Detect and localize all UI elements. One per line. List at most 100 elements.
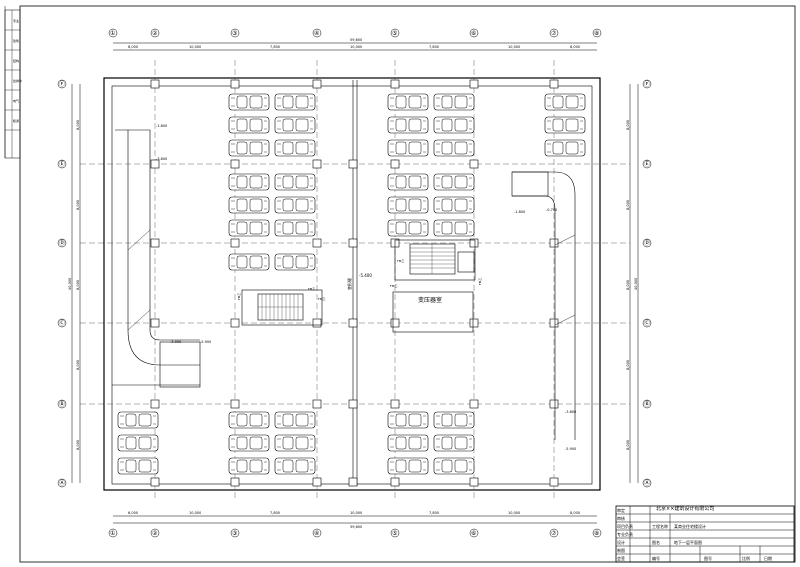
- margin-row: 专业: [13, 18, 19, 23]
- title-row: 审定: [617, 508, 625, 513]
- parked-car: [544, 93, 586, 111]
- parked-car: [274, 253, 316, 271]
- parked-car: [228, 93, 270, 111]
- drawing-name: 地下一层平面图: [674, 540, 702, 545]
- left-ramp: [112, 129, 201, 388]
- column-bubble: [312, 528, 322, 538]
- margin-row: 电气: [13, 98, 19, 103]
- column-label: ⑦: [551, 30, 557, 37]
- parked-car: [274, 434, 316, 452]
- title-block-frame: [615, 505, 795, 563]
- dimension-segment: 7,800: [429, 511, 439, 515]
- dimension-segment: 10,000: [189, 45, 201, 49]
- row-label: Ⓑ: [644, 400, 650, 408]
- row-bubble: [642, 399, 652, 409]
- drawing-label: 图名: [652, 540, 660, 545]
- door-label: FM乙: [308, 286, 315, 291]
- column-bubble: [469, 528, 479, 538]
- parked-car: [274, 93, 316, 111]
- door-label: FM乙: [390, 283, 397, 288]
- row-label: Ⓕ: [644, 80, 650, 88]
- right-ramp: [511, 171, 576, 440]
- parked-car: [274, 411, 316, 429]
- row-bubble: [642, 159, 652, 169]
- parked-car: [228, 139, 270, 157]
- parked-car: [117, 434, 159, 452]
- date-label: 日期: [764, 556, 772, 561]
- row-label: Ⓓ: [59, 239, 65, 247]
- right-stair-core: [392, 239, 476, 333]
- dimension-total: 40,000: [634, 278, 638, 290]
- column-label: ⑦: [551, 530, 557, 537]
- row-bubble: [57, 79, 67, 89]
- title-row: 项目负责: [617, 524, 633, 529]
- parked-car: [228, 253, 270, 271]
- parked-car: [274, 139, 316, 157]
- row-bubble: [642, 318, 652, 328]
- column-label: ③: [232, 530, 237, 537]
- dimension-total: 40,000: [68, 278, 72, 290]
- row-bubble: [57, 318, 67, 328]
- column-bubble: [390, 528, 400, 538]
- column-bubble: [592, 28, 602, 38]
- column-label: ⑧: [594, 30, 599, 37]
- parked-car: [433, 139, 475, 157]
- dimension-segment: 7,800: [270, 45, 280, 49]
- parked-car: [228, 173, 270, 191]
- bottom-axis: ① ② ③ ④ ⑤ ⑥ ⑦ ⑧ 6,000 10,000 7,800 10,00…: [108, 511, 602, 538]
- row-bubble: [642, 238, 652, 248]
- ramp-level: -3.800: [565, 410, 576, 414]
- dimension-segment: 8,000: [76, 360, 80, 370]
- column-bubble: [150, 528, 160, 538]
- project-label: 工程名称: [652, 524, 668, 529]
- row-bubble: [642, 478, 652, 488]
- parked-car: [387, 457, 429, 475]
- project-name: 某商业住宅楼设计: [674, 524, 706, 529]
- title-row: 审核: [617, 516, 625, 521]
- dimension-segment: 8,000: [570, 45, 580, 49]
- row-label: Ⓔ: [59, 160, 65, 168]
- parked-car: [433, 116, 475, 134]
- dimension-total: 59,600: [350, 38, 362, 42]
- column-bubble: [390, 28, 400, 38]
- column-bubble: [549, 28, 559, 38]
- row-bubble: [57, 159, 67, 169]
- ramp-level: -5.900: [565, 447, 576, 451]
- structural-columns: [150, 79, 559, 487]
- ramp-level: -3.800: [156, 157, 167, 161]
- parked-car: [274, 219, 316, 237]
- column-label: ⑥: [471, 530, 476, 537]
- column-bubble: [108, 528, 118, 538]
- left-axis: Ⓕ Ⓔ Ⓓ Ⓒ Ⓑ Ⓐ 8,000 8,000 8,000 8,000 8,00…: [57, 79, 81, 488]
- column-label: ④: [314, 30, 319, 37]
- parked-car: [387, 173, 429, 191]
- parked-car: [228, 196, 270, 214]
- parked-car: [274, 116, 316, 134]
- parked-car: [117, 457, 159, 475]
- building-outer-wall: [103, 77, 601, 491]
- title-row: 制图: [617, 548, 625, 553]
- dimension-segment: 10,000: [350, 511, 362, 515]
- column-label: ④: [314, 530, 319, 537]
- dimension-segment: 8,000: [626, 360, 630, 370]
- row-bubble: [642, 79, 652, 89]
- title-block: 北京××建筑设计有限公司 审定 审核 项目负责 专业负责 设计 制图 会签 工程…: [616, 506, 794, 562]
- column-label: ⑧: [594, 530, 599, 537]
- dimension-segment: 8,000: [626, 200, 630, 210]
- dimension-segment: 8,000: [76, 120, 80, 130]
- title-row: 设计: [617, 540, 625, 545]
- parked-car: [387, 434, 429, 452]
- door-label: FM乙: [236, 293, 241, 300]
- row-label: Ⓒ: [59, 319, 65, 327]
- dimension-segment: 8,000: [76, 200, 80, 210]
- dimension-segment: 10,000: [508, 45, 520, 49]
- door-label: FM乙: [318, 296, 325, 301]
- column-bubble: [108, 28, 118, 38]
- parked-car: [433, 219, 475, 237]
- equipment-room-label: 变压器室: [418, 296, 442, 304]
- column-bubble: [592, 528, 602, 538]
- column-label: ①: [110, 30, 115, 37]
- row-bubble: [57, 478, 67, 488]
- ramp-level: -0.700: [546, 208, 557, 212]
- margin-row: 建筑: [13, 38, 19, 43]
